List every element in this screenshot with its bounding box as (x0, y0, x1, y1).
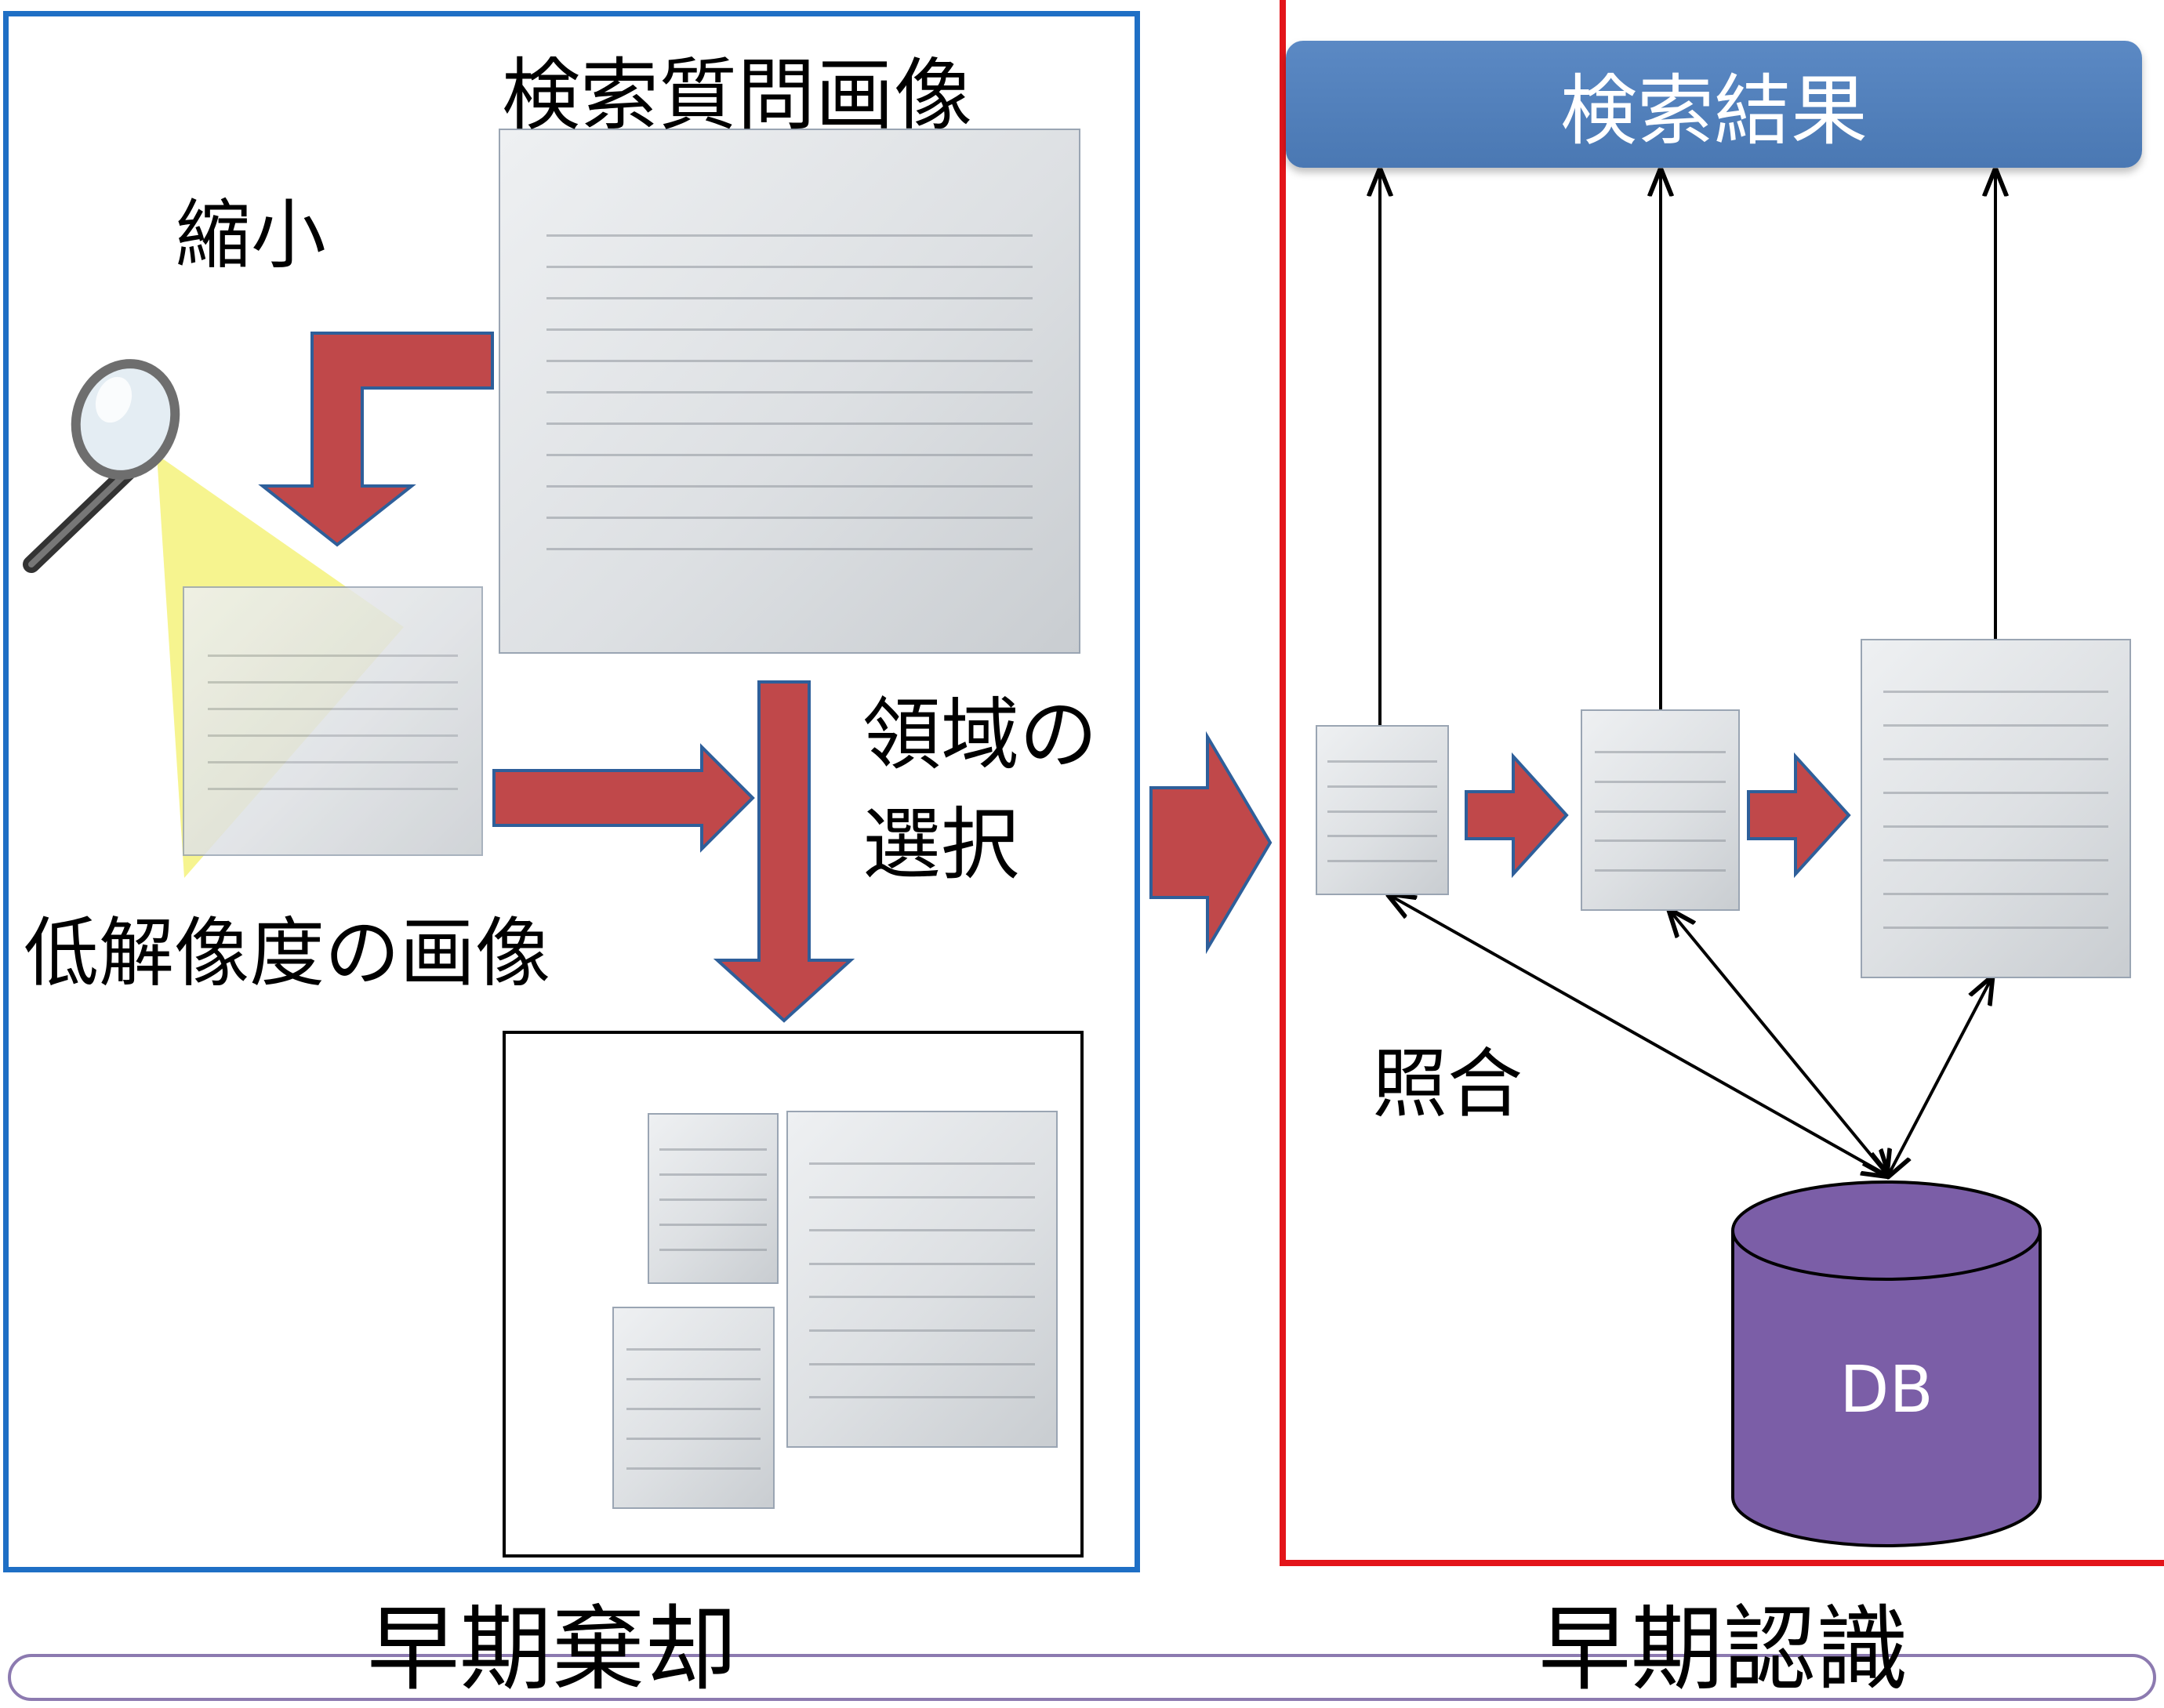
search-result-label: 検索結果 (1559, 67, 1868, 156)
stage-page-medium (1581, 709, 1740, 911)
db-label: DB (1839, 1353, 1933, 1427)
match-arrow-2 (1670, 911, 1888, 1176)
early-rejection-panel (3, 11, 1140, 1572)
early-recognition-panel (1280, 0, 2164, 1566)
early-recognition-title: 早期認識 (1538, 1595, 1909, 1703)
magnifier-icon (23, 359, 180, 573)
shrink-arrow (258, 332, 494, 547)
stage-page-small (1316, 725, 1449, 895)
match-label: 照合 (1372, 1040, 1523, 1128)
selected-region-c (612, 1307, 775, 1509)
stage-arrow-2 (1747, 752, 1851, 879)
low-res-label: 低解像度の画像 (24, 909, 550, 997)
selected-region-b (786, 1111, 1058, 1448)
low-res-image (183, 586, 483, 856)
query-image (499, 129, 1080, 654)
panel-transition-arrow (1149, 731, 1273, 955)
stage-arrow-1 (1465, 752, 1569, 879)
region-select-label: 領域の 選択 (862, 689, 1098, 890)
selected-region-a (648, 1113, 779, 1284)
arrow-to-region (492, 743, 755, 853)
early-rejection-title: 早期棄却 (367, 1595, 738, 1703)
stage-page-large (1861, 639, 2131, 978)
region-select-arrow (713, 680, 855, 1023)
db-cylinder-icon (1731, 1180, 2042, 1547)
match-arrow-3 (1888, 978, 1992, 1176)
query-image-label: 検索質問画像 (502, 49, 972, 141)
shrink-label: 縮小 (176, 191, 326, 279)
search-result-bar: 検索結果 (1286, 41, 2142, 168)
